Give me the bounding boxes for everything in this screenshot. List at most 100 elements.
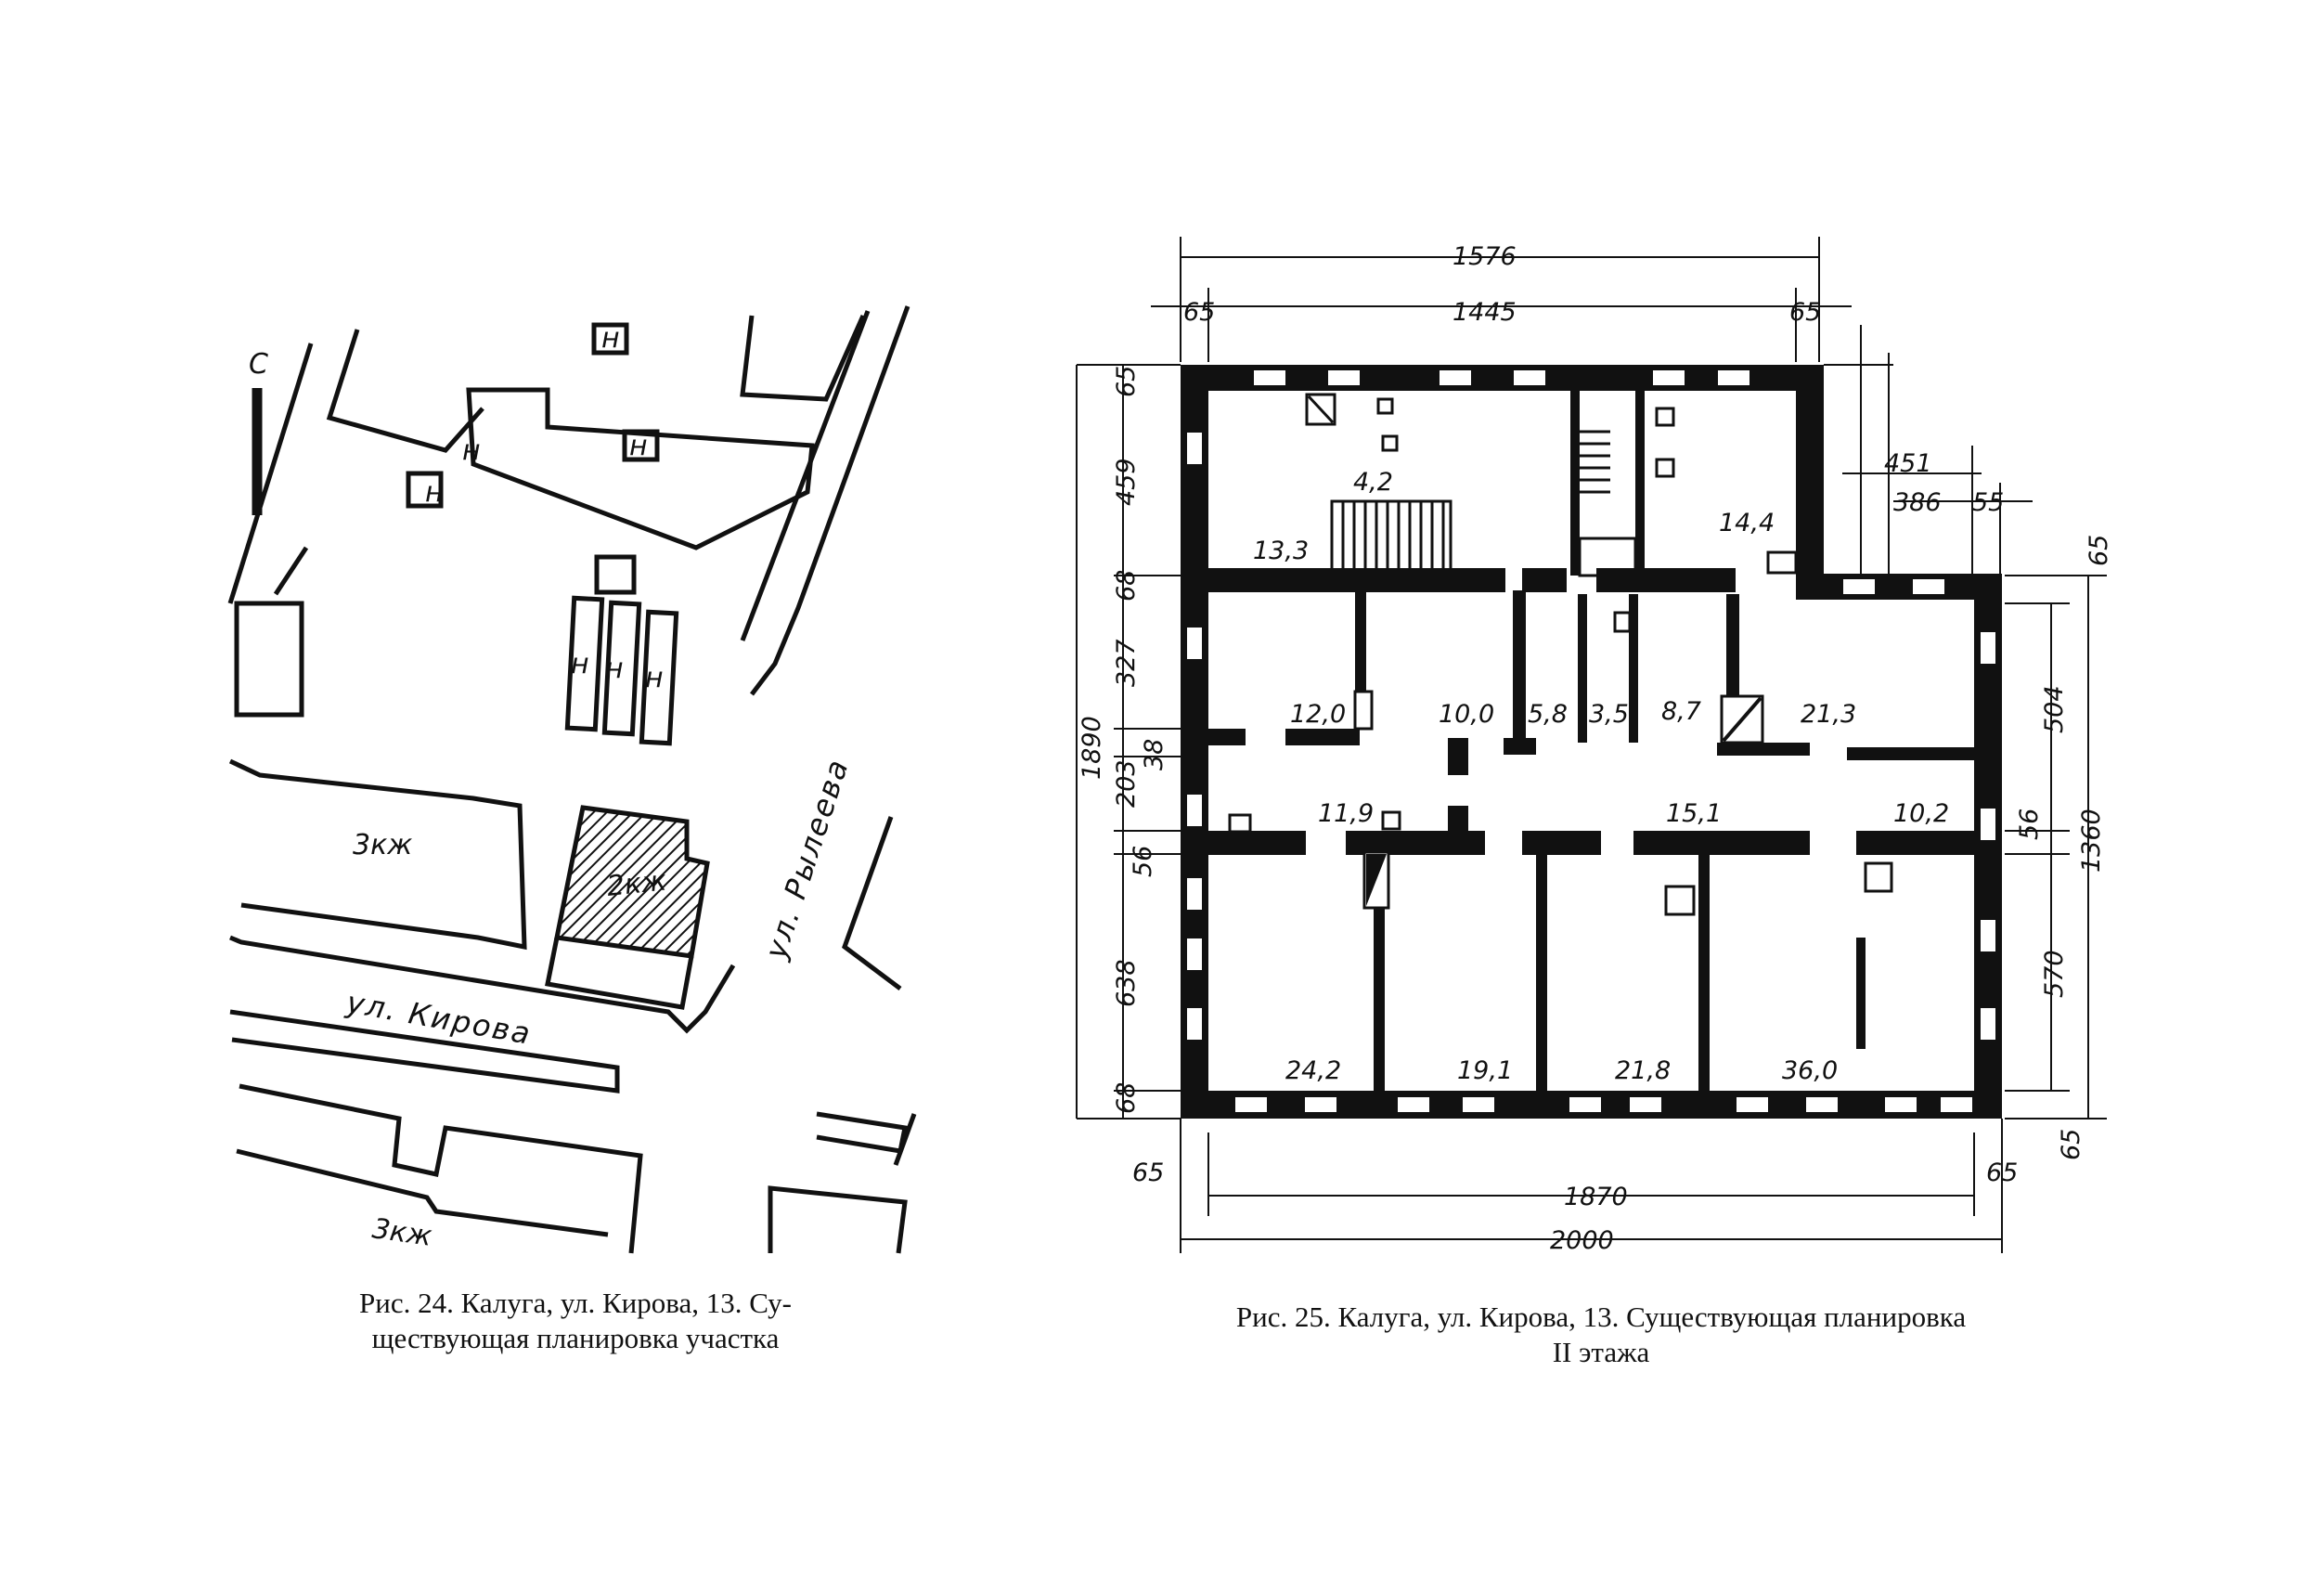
wall-right-main-upper	[1796, 365, 1824, 580]
dim-wing-a: 451	[1884, 449, 1932, 478]
block-edge-lower-right	[768, 1185, 908, 1254]
garage-n-2	[601, 600, 642, 737]
room-area-8-7: 8,7	[1661, 697, 1701, 726]
dim-wing-c: 55	[1972, 488, 2004, 517]
dim-top-left: 65	[1183, 298, 1215, 327]
street-edge-ryleeva-right	[750, 305, 910, 696]
n-label-left: н	[425, 476, 444, 509]
staircase-main	[1330, 499, 1452, 573]
north-label: С	[249, 348, 268, 381]
dim-left-total: 1890	[1078, 716, 1106, 780]
wall-top-wing	[1796, 574, 2002, 600]
outbuilding-left	[234, 601, 304, 718]
building-outline-courtyard	[466, 387, 815, 550]
wall-h-corr-12	[1285, 729, 1360, 745]
outbuilding-n-strip	[622, 429, 660, 462]
outbuilding-n-top	[591, 322, 629, 356]
n-label-garage-2: н	[605, 653, 624, 685]
label-3kzh-upper: 3кж	[353, 829, 412, 861]
n-label-top: н	[601, 322, 620, 355]
dim-left-d4: 327	[1112, 639, 1141, 687]
street-median-right	[816, 1111, 908, 1154]
wall-h-lower-mid2	[1522, 831, 1601, 855]
n-label-garage-1: н	[571, 648, 589, 680]
dim-right-d1: 65	[2085, 535, 2113, 566]
figure-25-caption: Рис. 25. Калуга, ул. Кирова, 13. Существ…	[1067, 1300, 2135, 1370]
wall-h-lower-left	[1208, 831, 1306, 855]
stove-diagonal-1	[1307, 395, 1335, 424]
wall-v-room-36-0	[1856, 938, 1866, 1049]
dim-left-d9: 68	[1112, 1082, 1141, 1114]
room-area-21-8: 21,8	[1615, 1056, 1671, 1085]
garage-n-1	[564, 595, 605, 732]
wall-top-main	[1181, 365, 1823, 391]
figure-24-caption-line-2: ществующая планировка участка	[371, 1322, 780, 1354]
wall-h-upper-mid	[1522, 568, 1567, 592]
street-edge-ryleeva-left	[740, 310, 871, 641]
wall-h-lower-mid3	[1633, 831, 1810, 855]
dim-left-d5: 38	[1140, 739, 1168, 770]
dim-left-d6: 203	[1112, 759, 1141, 808]
building-3kzh-lower-bottom	[236, 1148, 609, 1237]
building-outline-top-right	[740, 314, 866, 402]
room-area-10-0: 10,0	[1439, 700, 1494, 729]
wall-v-stair-right	[1635, 390, 1645, 576]
dim-left-d3: 68	[1112, 570, 1141, 602]
building-3kzh-lower-top	[239, 1083, 643, 1254]
figure-25-caption-line-2: II этажа	[1552, 1336, 1650, 1368]
wall-v-room-24-2	[1374, 849, 1385, 1091]
room-area-36-0: 36,0	[1782, 1056, 1838, 1085]
room-area-19-1: 19,1	[1457, 1056, 1513, 1085]
block-edge-right-mid	[842, 816, 902, 990]
room-area-15-1: 15,1	[1666, 799, 1722, 828]
outbuilding-small	[594, 554, 637, 595]
stove-diagonal-2	[1722, 696, 1762, 743]
n-label-strip-2: н	[629, 430, 648, 462]
room-area-21-3: 21,3	[1801, 700, 1856, 729]
street-edge-kirova-upper	[229, 935, 736, 1034]
dim-right-total: 1360	[2077, 809, 2106, 873]
room-area-5-8: 5,8	[1528, 700, 1568, 729]
dim-bottom-left: 65	[1132, 1158, 1164, 1187]
wall-stub-corr	[1448, 738, 1468, 775]
wall-h-corr-right	[1847, 747, 1974, 760]
n-label-garage-3: н	[645, 662, 664, 694]
dim-wing-b: 386	[1893, 488, 1942, 517]
dim-bottom-right: 65	[1986, 1158, 2018, 1187]
dim-right-d4: 570	[2040, 950, 2069, 998]
figure-24-caption-line-1: Рис. 24. Калуга, ул. Кирова, 13. Су-	[359, 1287, 792, 1319]
room-area-14-4: 14,4	[1719, 509, 1775, 537]
dim-left-d1: 65	[1112, 366, 1141, 397]
wall-v-room-21-8	[1698, 849, 1710, 1091]
staircase-service	[1578, 430, 1637, 577]
stove-diagonal-3	[1366, 854, 1387, 906]
room-area-13-3: 13,3	[1253, 537, 1309, 565]
dim-top-overall: 1576	[1452, 242, 1517, 271]
building-2kzh-yard	[545, 937, 694, 1010]
street-label-ryleeva: ул. Рылеева	[757, 754, 856, 964]
figure-24-caption: Рис. 24. Калуга, ул. Кирова, 13. Су- щес…	[269, 1286, 882, 1356]
wall-stub-lower	[1448, 806, 1468, 834]
dimension-lines	[1076, 237, 2107, 1253]
dim-bottom-inner: 1870	[1564, 1183, 1628, 1211]
dim-top-inner: 1445	[1452, 298, 1517, 327]
building-outline-a	[326, 329, 484, 453]
room-area-3-5: 3,5	[1589, 700, 1629, 729]
label-2kzh: 2кж	[605, 864, 668, 903]
dim-top-right: 65	[1789, 298, 1821, 327]
block-edge-corner	[273, 546, 309, 596]
room-area-24-2: 24,2	[1285, 1056, 1341, 1085]
wall-v-room-3-5	[1578, 594, 1587, 743]
wall-h-upper-right	[1698, 568, 1736, 592]
garage-n-3	[639, 609, 679, 746]
wall-stub-corr-2	[1504, 738, 1536, 755]
wall-left	[1181, 365, 1208, 1119]
wall-h-upper-stair	[1596, 568, 1708, 592]
n-label-strip-1: н	[462, 434, 481, 467]
room-area-10-2: 10,2	[1893, 799, 1949, 828]
figure-25-caption-line-1: Рис. 25. Калуга, ул. Кирова, 13. Существ…	[1235, 1301, 1967, 1333]
outbuilding-n-left	[406, 471, 444, 509]
dim-right-d5: 65	[2057, 1129, 2085, 1160]
windows	[1185, 369, 1997, 1114]
wall-v-stair-left	[1570, 390, 1580, 576]
